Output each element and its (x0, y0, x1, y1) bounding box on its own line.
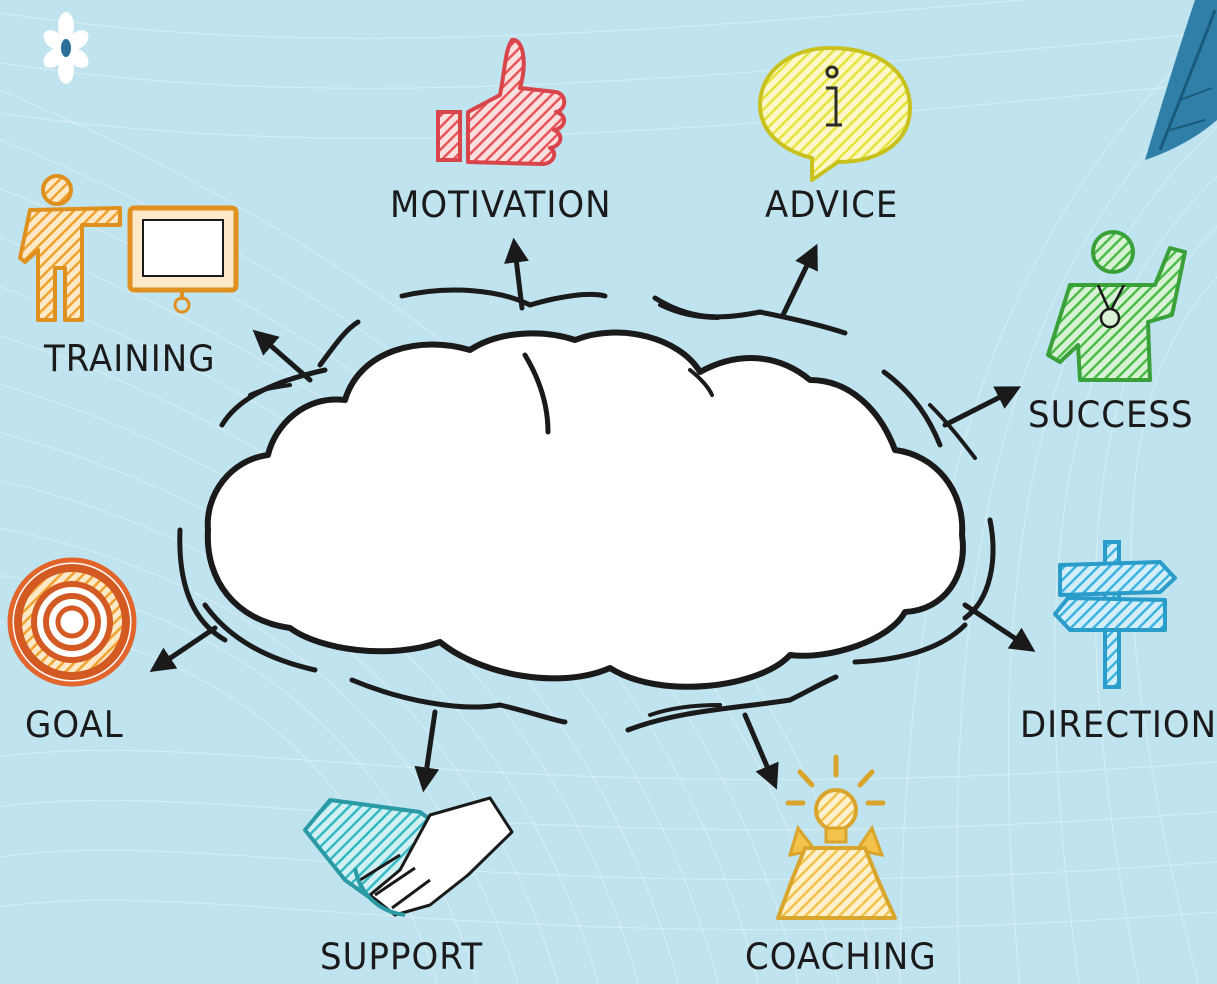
label-support: SUPPORT (320, 935, 484, 979)
arrow-support (414, 709, 440, 793)
corner-leaf-decoration (1145, 0, 1217, 160)
central-cloud (177, 287, 996, 733)
signpost-icon (1053, 540, 1177, 689)
label-advice: ADVICE (765, 183, 899, 227)
label-training: TRAINING (44, 337, 216, 381)
arrow-coaching (742, 712, 779, 790)
label-direction: DIRECTION (1020, 703, 1217, 747)
arrows (149, 237, 1036, 793)
flower-logo-icon (43, 12, 89, 84)
label-coaching: COACHING (745, 935, 937, 979)
lightbulb-head-icon (776, 754, 897, 920)
arrow-goal (149, 625, 218, 672)
thumbs-up-icon (436, 38, 567, 166)
winner-medal-icon (1046, 230, 1187, 382)
label-success: SUCCESS (1028, 393, 1194, 437)
label-motivation: MOTIVATION (390, 183, 612, 227)
arrow-success (942, 386, 1022, 428)
info-speech-bubble-icon (758, 46, 912, 182)
arrow-direction (962, 602, 1036, 652)
arrow-advice (780, 243, 818, 318)
arrow-motivation (504, 237, 529, 311)
label-goal: GOAL (25, 703, 124, 747)
presenter-board-icon (18, 174, 239, 322)
handshake-icon (303, 796, 514, 917)
target-icon (7, 557, 137, 687)
arrow-training (252, 329, 313, 383)
